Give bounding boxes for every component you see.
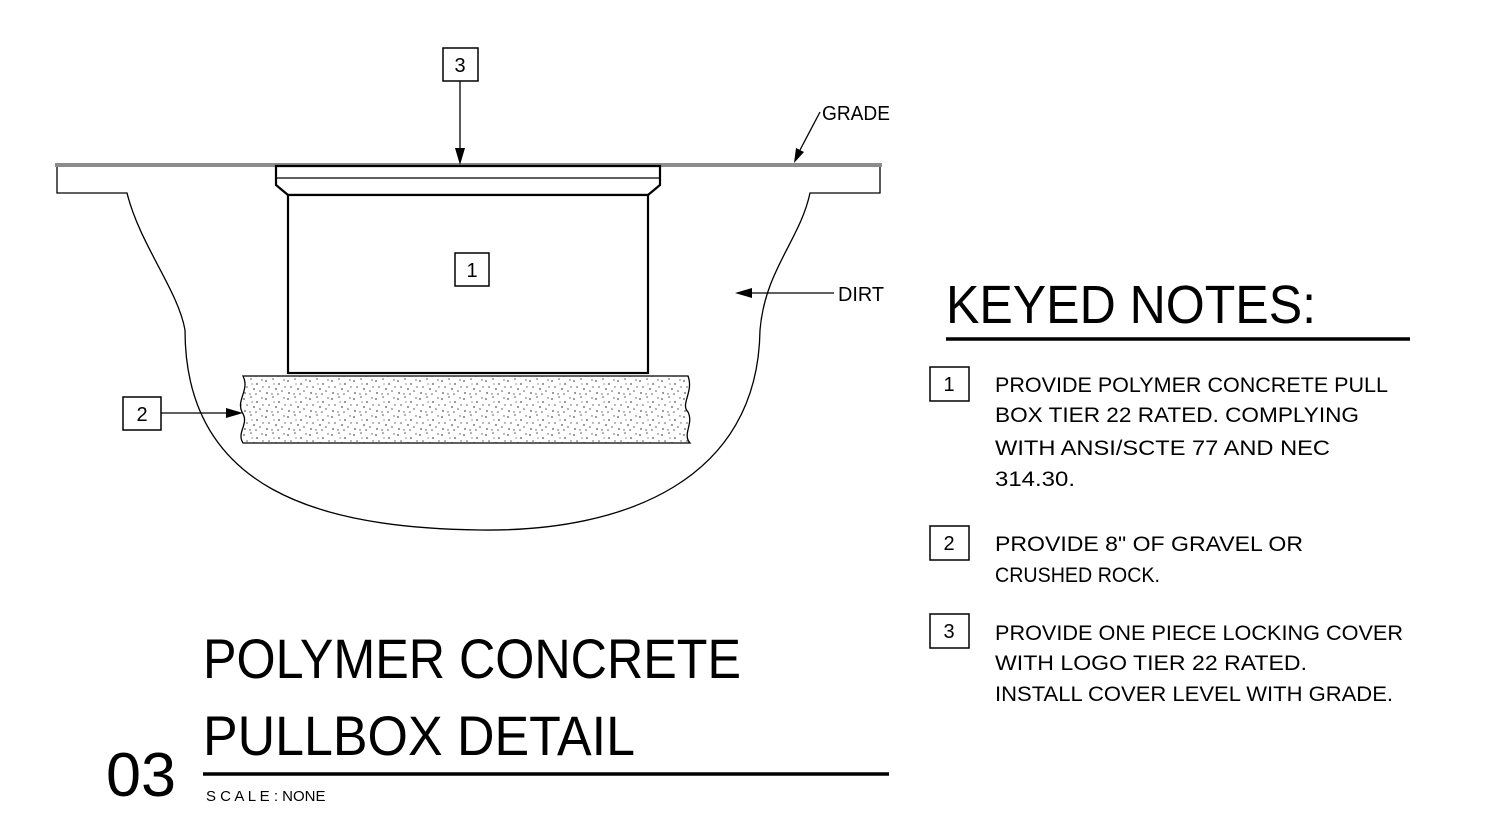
- keyed-notes-heading: KEYED NOTES:: [946, 275, 1316, 335]
- detail-number: 03: [106, 741, 176, 810]
- note-1-line-4: 314.30.: [995, 468, 1075, 491]
- note-3-line-3: INSTALL COVER LEVEL WITH GRADE.: [995, 683, 1393, 706]
- note-2-key: 2: [943, 533, 954, 555]
- note-1-line-1: PROVIDE POLYMER CONCRETE PULL: [995, 374, 1388, 397]
- grade-label: GRADE: [822, 103, 890, 125]
- pullbox-cover: [274, 164, 662, 197]
- note-2-line-2: CRUSHED ROCK.: [995, 564, 1160, 587]
- dirt-label: DIRT: [838, 284, 884, 306]
- dirt-arrowhead: [735, 288, 752, 298]
- callout-1-label: 1: [466, 260, 477, 282]
- callout-2-arrowhead: [226, 408, 243, 418]
- note-2-line-1: PROVIDE 8" OF GRAVEL OR: [995, 533, 1303, 556]
- callout-3-label: 3: [454, 55, 465, 77]
- note-1-line-2: BOX TIER 22 RATED. COMPLYING: [995, 404, 1359, 427]
- callout-2-label: 2: [136, 404, 147, 426]
- callout-3-arrowhead: [455, 148, 465, 165]
- gravel-bed: [239, 375, 692, 444]
- note-1-line-3: WITH ANSI/SCTE 77 AND NEC: [995, 437, 1330, 460]
- detail-scale: S C A L E : NONE: [206, 788, 326, 805]
- note-3-line-2: WITH LOGO TIER 22 RATED.: [995, 652, 1307, 675]
- callout-3-box: [442, 47, 479, 82]
- callout-2-box: [122, 396, 162, 431]
- grade-leader: [799, 111, 821, 151]
- detail-title-line1: POLYMER CONCRETE: [203, 627, 741, 690]
- callout-1-box: [454, 252, 490, 287]
- note-2-key-box: [929, 525, 970, 561]
- excavation-outline: [56, 167, 881, 531]
- note-1-key: 1: [943, 374, 954, 396]
- note-3-key: 3: [943, 621, 954, 643]
- note-1-key-box: [929, 366, 970, 402]
- note-3-key-box: [929, 613, 970, 649]
- note-3-line-1: PROVIDE ONE PIECE LOCKING COVER: [995, 622, 1403, 645]
- detail-title-line2: PULLBOX DETAIL: [203, 704, 635, 767]
- grade-arrowhead: [794, 148, 804, 163]
